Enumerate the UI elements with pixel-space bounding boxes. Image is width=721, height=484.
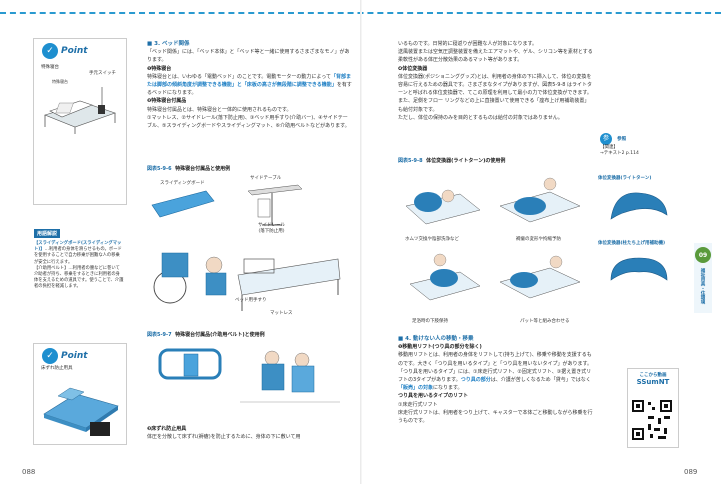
point-icon: ✓ bbox=[42, 43, 58, 59]
point-label: Point bbox=[61, 46, 88, 56]
left-bottom-column: ❸床ずれ防止用具 体圧を分散して床ずれ(褥瘡)を防止するために、身体の下に敷いて… bbox=[147, 425, 352, 441]
side-figure-1-label: 体位変換器(ライトターン) bbox=[598, 176, 652, 181]
glossary-text: 【スライディングボード(スライディングマット)】…利用者の身体を滑らせるもの。ボ… bbox=[34, 241, 124, 291]
hand-switch-label: 手元スイッチ bbox=[89, 71, 116, 76]
glossary-def-1: …利用者の身体を滑らせるもの。ボードを使用することで自力移乗が困難な人の移乗が安… bbox=[34, 247, 122, 265]
heading-hanging-lift: つり具を用いるタイプのリフト bbox=[398, 393, 469, 400]
caption-foot-bath: 足浴時の下肢保持 bbox=[412, 319, 448, 324]
chapter-tab-text: 福祉用具・住環境 bbox=[700, 268, 705, 304]
right-main-column: いるものです。日常的に寝返りが困難な人が対象になります。 送風装置または空気圧調… bbox=[398, 40, 593, 122]
caption-contracture-prevention: 褥瘡の変形や拘縮予防 bbox=[516, 237, 561, 242]
heading-bed-accessories: ❷特殊寝台付属品 bbox=[147, 98, 187, 105]
label-bed-handrail: ベッド用手すり bbox=[235, 298, 267, 303]
reference-head: 参照 bbox=[617, 137, 627, 142]
chapter-tab-number: 09 bbox=[695, 247, 711, 263]
caption-pad-combination: パット等と組み合わせる bbox=[520, 319, 570, 324]
paragraph-floor-device: また、足側をフロー リングなどの上に直接置いて使用できる「座布上げ用補助装置」も… bbox=[398, 98, 590, 113]
label-sliding-board: スライディングボード bbox=[160, 181, 205, 186]
paragraph-lift-def: 移動用リフトとは、利用者の身体をリフトして(持ち上げて)、移乗や移動を支援するも… bbox=[398, 352, 593, 367]
heading-lift: ❶移動用リフト(つり具の部分を除く) bbox=[398, 344, 482, 351]
paragraph-exclusion: ただし、体位の保持のみを目的とするものは給付の対象ではありません。 bbox=[398, 114, 563, 121]
paragraph-lift-types: 「つり具を用いるタイプ」には、①床走行式リフト、②固定式リフト、③据え置き式リフ… bbox=[398, 368, 592, 392]
highlight-bed-functions: 「背部または脚部の傾斜角度が調整できる機能」と「床板の高さが無段階に調整できる機… bbox=[147, 73, 351, 89]
glossary-sidebar: 用語解説 【スライディングボード(スライディングマット)】…利用者の身体を滑らせ… bbox=[34, 220, 124, 291]
paragraph-bed-intro: 「ベッド関係」には、「ベッド本体」と「ベッド等と一緒に使用するさまざまなモノ」が… bbox=[147, 49, 350, 64]
section-4-title: ■ 4. 動けない人の移動・移乗 bbox=[398, 336, 474, 342]
air-mattress-illustration bbox=[43, 387, 119, 436]
right-bottom-column: ■ 4. 動けない人の移動・移乗 ❶移動用リフト(つり具の部分を除く) 移動用リ… bbox=[398, 335, 593, 425]
qr-head: ここから動画 bbox=[639, 373, 667, 378]
qr-code-icon[interactable] bbox=[630, 398, 674, 442]
paragraph-pressure-device: 体圧を分散して床ずれ(褥瘡)を防止するために、身体の下に敷いて用 bbox=[147, 434, 301, 441]
pressure-fig-label: 床ずれ防止用具 bbox=[41, 366, 73, 371]
figure-5-9-7-caption: 図表5-9-7 特殊寝台付属品(介助用ベルト)と使用例 bbox=[147, 332, 265, 338]
point-box-bed: ✓ Point 特殊寝台 手元スイッチ 特殊寝台 bbox=[33, 38, 127, 205]
glossary-term-1: 【スライディングボード(スライディングマット)】 bbox=[34, 241, 122, 253]
qr-brand: SSumNT bbox=[636, 378, 670, 386]
heading-pressure-device: ❸床ずれ防止用具 bbox=[147, 426, 187, 432]
electric-bed-illustration bbox=[44, 87, 116, 134]
figure-5-9-6-caption: 図表5-9-6 特殊寝台付属品と使用例 bbox=[147, 166, 231, 172]
bed-sub-label: 特殊寝台 bbox=[52, 79, 68, 84]
label-side-rail: サイドレール(落下防止用) bbox=[258, 223, 285, 234]
section-3-title: ■ 3. ベッド関係 bbox=[147, 41, 190, 47]
bed-accessories-illustration bbox=[151, 184, 341, 311]
heading-floor-lift: ①床走行式リフト bbox=[398, 401, 438, 408]
paragraph-pressure-target: いるものです。日常的に寝返りが困難な人が対象になります。 bbox=[398, 41, 538, 47]
knee-cushion-illustration bbox=[610, 257, 668, 281]
point-label-2: Point bbox=[61, 351, 88, 361]
paragraph-floor-lift: 床走行式リフトは、利用者をつり上げて、キャスターで本体ごと移動しながら移乗を行う… bbox=[398, 409, 593, 425]
heading-special-bed: ❶特殊寝台 bbox=[147, 65, 172, 72]
reference-line: →テキスト2 p.114 bbox=[600, 151, 639, 156]
paragraph-accessories-def: 特殊寝台付属品とは、特殊寝台と一体的に使用されるものです。 bbox=[147, 106, 292, 113]
point-fig-label: 特殊寝台 bbox=[41, 65, 59, 70]
point-box-pressure: ✓ Point 床ずれ防止用具 bbox=[33, 343, 127, 445]
left-main-column: ■ 3. ベッド関係 「ベッド関係」には、「ベッド本体」と「ベッド等と一緒に使用… bbox=[147, 40, 352, 130]
paragraph-position-changer: 体位変換器(ポジショニンググッズ)とは、利用者の身体の下に挿入して、体位の変換を… bbox=[398, 73, 592, 97]
figure-5-9-8-caption: 図表5-9-8 体位変換器(ライトターン)の使用例 bbox=[398, 158, 506, 164]
heading-position-changer: ❹体位変換器 bbox=[398, 65, 428, 72]
point-icon-2: ✓ bbox=[42, 348, 58, 364]
caption-diaper-change: ホムツ交換や陰部洗浄など bbox=[405, 237, 459, 242]
glossary-def-2: 【介助用ベルト】…利用者の腰などに巻いて介助者が持ち、移乗をするときに利用者の身… bbox=[34, 265, 120, 284]
label-side-table: サイドテーブル bbox=[250, 176, 282, 181]
reference-icon: 参 bbox=[600, 133, 612, 145]
side-figure-2-label: 体位変換器(柱たち上げ用補助機) bbox=[598, 241, 666, 246]
care-belt-illustration bbox=[158, 348, 340, 403]
position-changer-illustration bbox=[405, 177, 581, 301]
paragraph-pressure-types: 送風装置または空気圧調整装置を備えたエアマットや、ゲル、シリコン等を素材とする柔… bbox=[398, 49, 593, 64]
reference-sub: 【関連】 bbox=[600, 145, 618, 150]
left-page-number: 088 bbox=[22, 468, 36, 476]
glossary-def-3: 使うことで、介護者の負担を軽減します。 bbox=[34, 278, 124, 290]
gutter bbox=[360, 0, 362, 484]
point-header-2: ✓ Point bbox=[42, 348, 88, 364]
light-turn-cushion-illustration bbox=[610, 192, 668, 220]
reference-box: 参 参照 【関連】 →テキスト2 p.114 bbox=[600, 125, 680, 157]
paragraph-accessories-list: ①マットレス、②サイドレール(落下防止用)、③ベッド用手すり(介助バー)、④サイ… bbox=[147, 114, 350, 130]
paragraph-special-bed: 特殊寝台とは、いわゆる「電動ベッド」のことです。電動モーターの動力によって「背部… bbox=[147, 73, 352, 97]
label-mattress: マットレス bbox=[270, 311, 293, 316]
right-page-number: 089 bbox=[684, 468, 698, 476]
glossary-head: 用語解説 bbox=[34, 229, 61, 238]
point-header: ✓ Point bbox=[42, 43, 88, 59]
